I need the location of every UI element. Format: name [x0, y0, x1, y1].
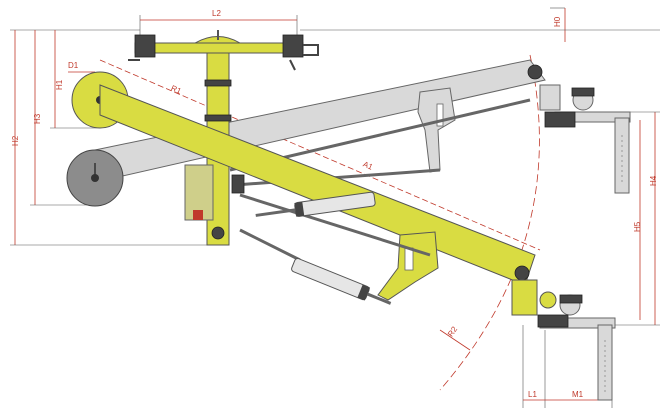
dimension-lines — [10, 7, 660, 408]
grey-counterweight — [66, 149, 124, 207]
label-M1: M1 — [572, 390, 584, 399]
label-H1: H1 — [55, 79, 64, 90]
yellow-swivel-assembly — [511, 279, 616, 401]
label-H3: H3 — [33, 113, 42, 124]
label-L2: L2 — [212, 9, 221, 18]
label-R1: R1 — [170, 84, 183, 96]
label-H0: H0 — [553, 16, 562, 27]
label-L1: L1 — [528, 390, 537, 399]
label-A1: A1 — [362, 160, 375, 172]
label-H5: H5 — [633, 221, 642, 232]
label-D1: D1 — [68, 61, 79, 70]
label-H2: H2 — [11, 135, 20, 146]
dimension-labels: L2 H0 H1 H3 H2 H4 H5 D1 R1 A1 R2 L1 M1 — [11, 9, 658, 399]
hydraulic-cylinders — [255, 191, 392, 305]
label-R2: R2 — [446, 324, 460, 338]
label-H4: H4 — [649, 175, 658, 186]
grey-swivel-assembly — [539, 84, 631, 194]
